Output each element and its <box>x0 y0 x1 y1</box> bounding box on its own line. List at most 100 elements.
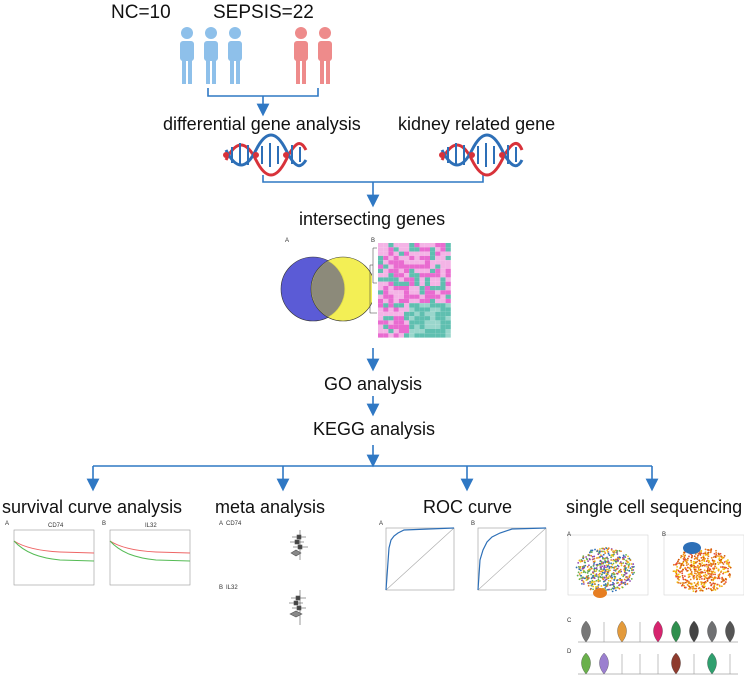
umap-point <box>715 549 717 552</box>
heatmap-cell <box>414 298 420 304</box>
umap-point <box>712 570 715 573</box>
heatmap-cell <box>409 311 415 317</box>
umap-point <box>699 573 701 576</box>
umap-point <box>590 581 593 583</box>
heatmap-cell <box>409 260 415 265</box>
heatmap-cell <box>393 320 399 325</box>
umap-point <box>713 552 716 555</box>
umap-point <box>720 571 722 574</box>
heatmap-cell <box>393 329 399 334</box>
umap-point <box>596 585 599 588</box>
heatmap-cell <box>414 277 420 282</box>
heatmap-cell <box>388 311 394 317</box>
umap-point <box>686 570 688 572</box>
heatmap-cell <box>388 251 394 256</box>
umap-point <box>682 576 684 579</box>
umap-point <box>603 576 606 579</box>
umap-point <box>708 560 711 563</box>
umap-point <box>675 568 678 571</box>
heatmap-cell <box>424 264 430 269</box>
heatmap-cell <box>445 316 451 321</box>
umap-point <box>596 550 599 552</box>
heatmap-cell <box>435 286 441 291</box>
heatmap-cell <box>440 307 446 312</box>
umap-point <box>623 573 626 576</box>
umap-point <box>705 560 708 563</box>
umap-point <box>620 573 623 576</box>
umap-point <box>610 548 613 551</box>
umap-point <box>617 571 620 573</box>
umap-point <box>596 557 598 559</box>
umap-point <box>724 578 727 580</box>
heatmap-cell <box>393 307 399 312</box>
heatmap-cell <box>435 311 441 317</box>
umap-point <box>619 568 622 571</box>
umap-point <box>696 554 699 557</box>
umap-point <box>610 588 613 591</box>
heatmap-cell <box>378 329 384 334</box>
umap-point <box>686 557 689 560</box>
heatmap-cell <box>414 329 420 334</box>
umap-point <box>710 589 713 592</box>
umap-point <box>694 570 696 573</box>
heatmap-cell <box>440 247 446 252</box>
heatmap-cell <box>393 243 399 248</box>
heatmap-cell <box>435 243 441 248</box>
umap-point <box>591 555 594 558</box>
umap-point <box>592 576 594 578</box>
umap-point <box>723 579 725 582</box>
heatmap-cell <box>424 311 430 317</box>
umap-point <box>593 580 596 583</box>
heatmap-dendrogram <box>369 247 377 314</box>
umap-point <box>615 589 617 592</box>
panel-letter-b: B <box>102 521 107 527</box>
umap-point <box>689 572 692 575</box>
heatmap-cell <box>414 260 420 265</box>
umap-point <box>692 590 695 593</box>
umap-point <box>678 578 680 581</box>
heatmap-cell <box>383 324 389 329</box>
umap-point <box>702 585 705 587</box>
heatmap-cell <box>383 316 389 321</box>
heatmap-cell <box>398 268 404 274</box>
umap-point <box>717 575 720 578</box>
heatmap-cell <box>409 290 415 295</box>
heatmap-cell <box>430 290 436 295</box>
heatmap-cell <box>398 303 404 308</box>
heatmap-cell <box>414 255 420 261</box>
umap-point <box>712 556 715 559</box>
umap-point <box>725 560 728 563</box>
heatmap-cell <box>383 264 389 269</box>
umap-point <box>706 565 708 568</box>
umap-point <box>589 566 592 568</box>
heatmap-cell <box>409 303 415 308</box>
umap-point <box>711 559 714 562</box>
umap-point <box>705 563 708 566</box>
violin-shape <box>653 620 663 643</box>
roc-curve-label: ROC curve <box>423 497 513 517</box>
heatmap-cell <box>435 329 441 334</box>
heatmap-cell <box>383 298 389 304</box>
heatmap-cell <box>414 307 420 312</box>
umap-point <box>677 575 680 578</box>
roc-panel-b <box>477 527 547 591</box>
umap-point <box>612 587 615 590</box>
panel-letter-c: C <box>567 618 572 624</box>
umap-point <box>701 585 704 588</box>
umap-point <box>708 564 711 567</box>
umap-point <box>713 571 716 574</box>
sepsis-count-label: SEPSIS=22 <box>213 2 314 23</box>
heatmap-cell <box>398 286 404 291</box>
heatmap-cell <box>409 255 415 261</box>
heatmap-cell <box>440 303 446 308</box>
umap-point <box>695 566 697 569</box>
heatmap-cell <box>378 277 384 282</box>
umap-point <box>580 574 583 577</box>
heatmap-cell <box>414 247 420 252</box>
umap-point <box>724 581 727 583</box>
heatmap-cell <box>388 273 394 278</box>
umap-point <box>705 574 708 577</box>
umap-point <box>695 557 698 560</box>
umap-point <box>716 577 719 580</box>
